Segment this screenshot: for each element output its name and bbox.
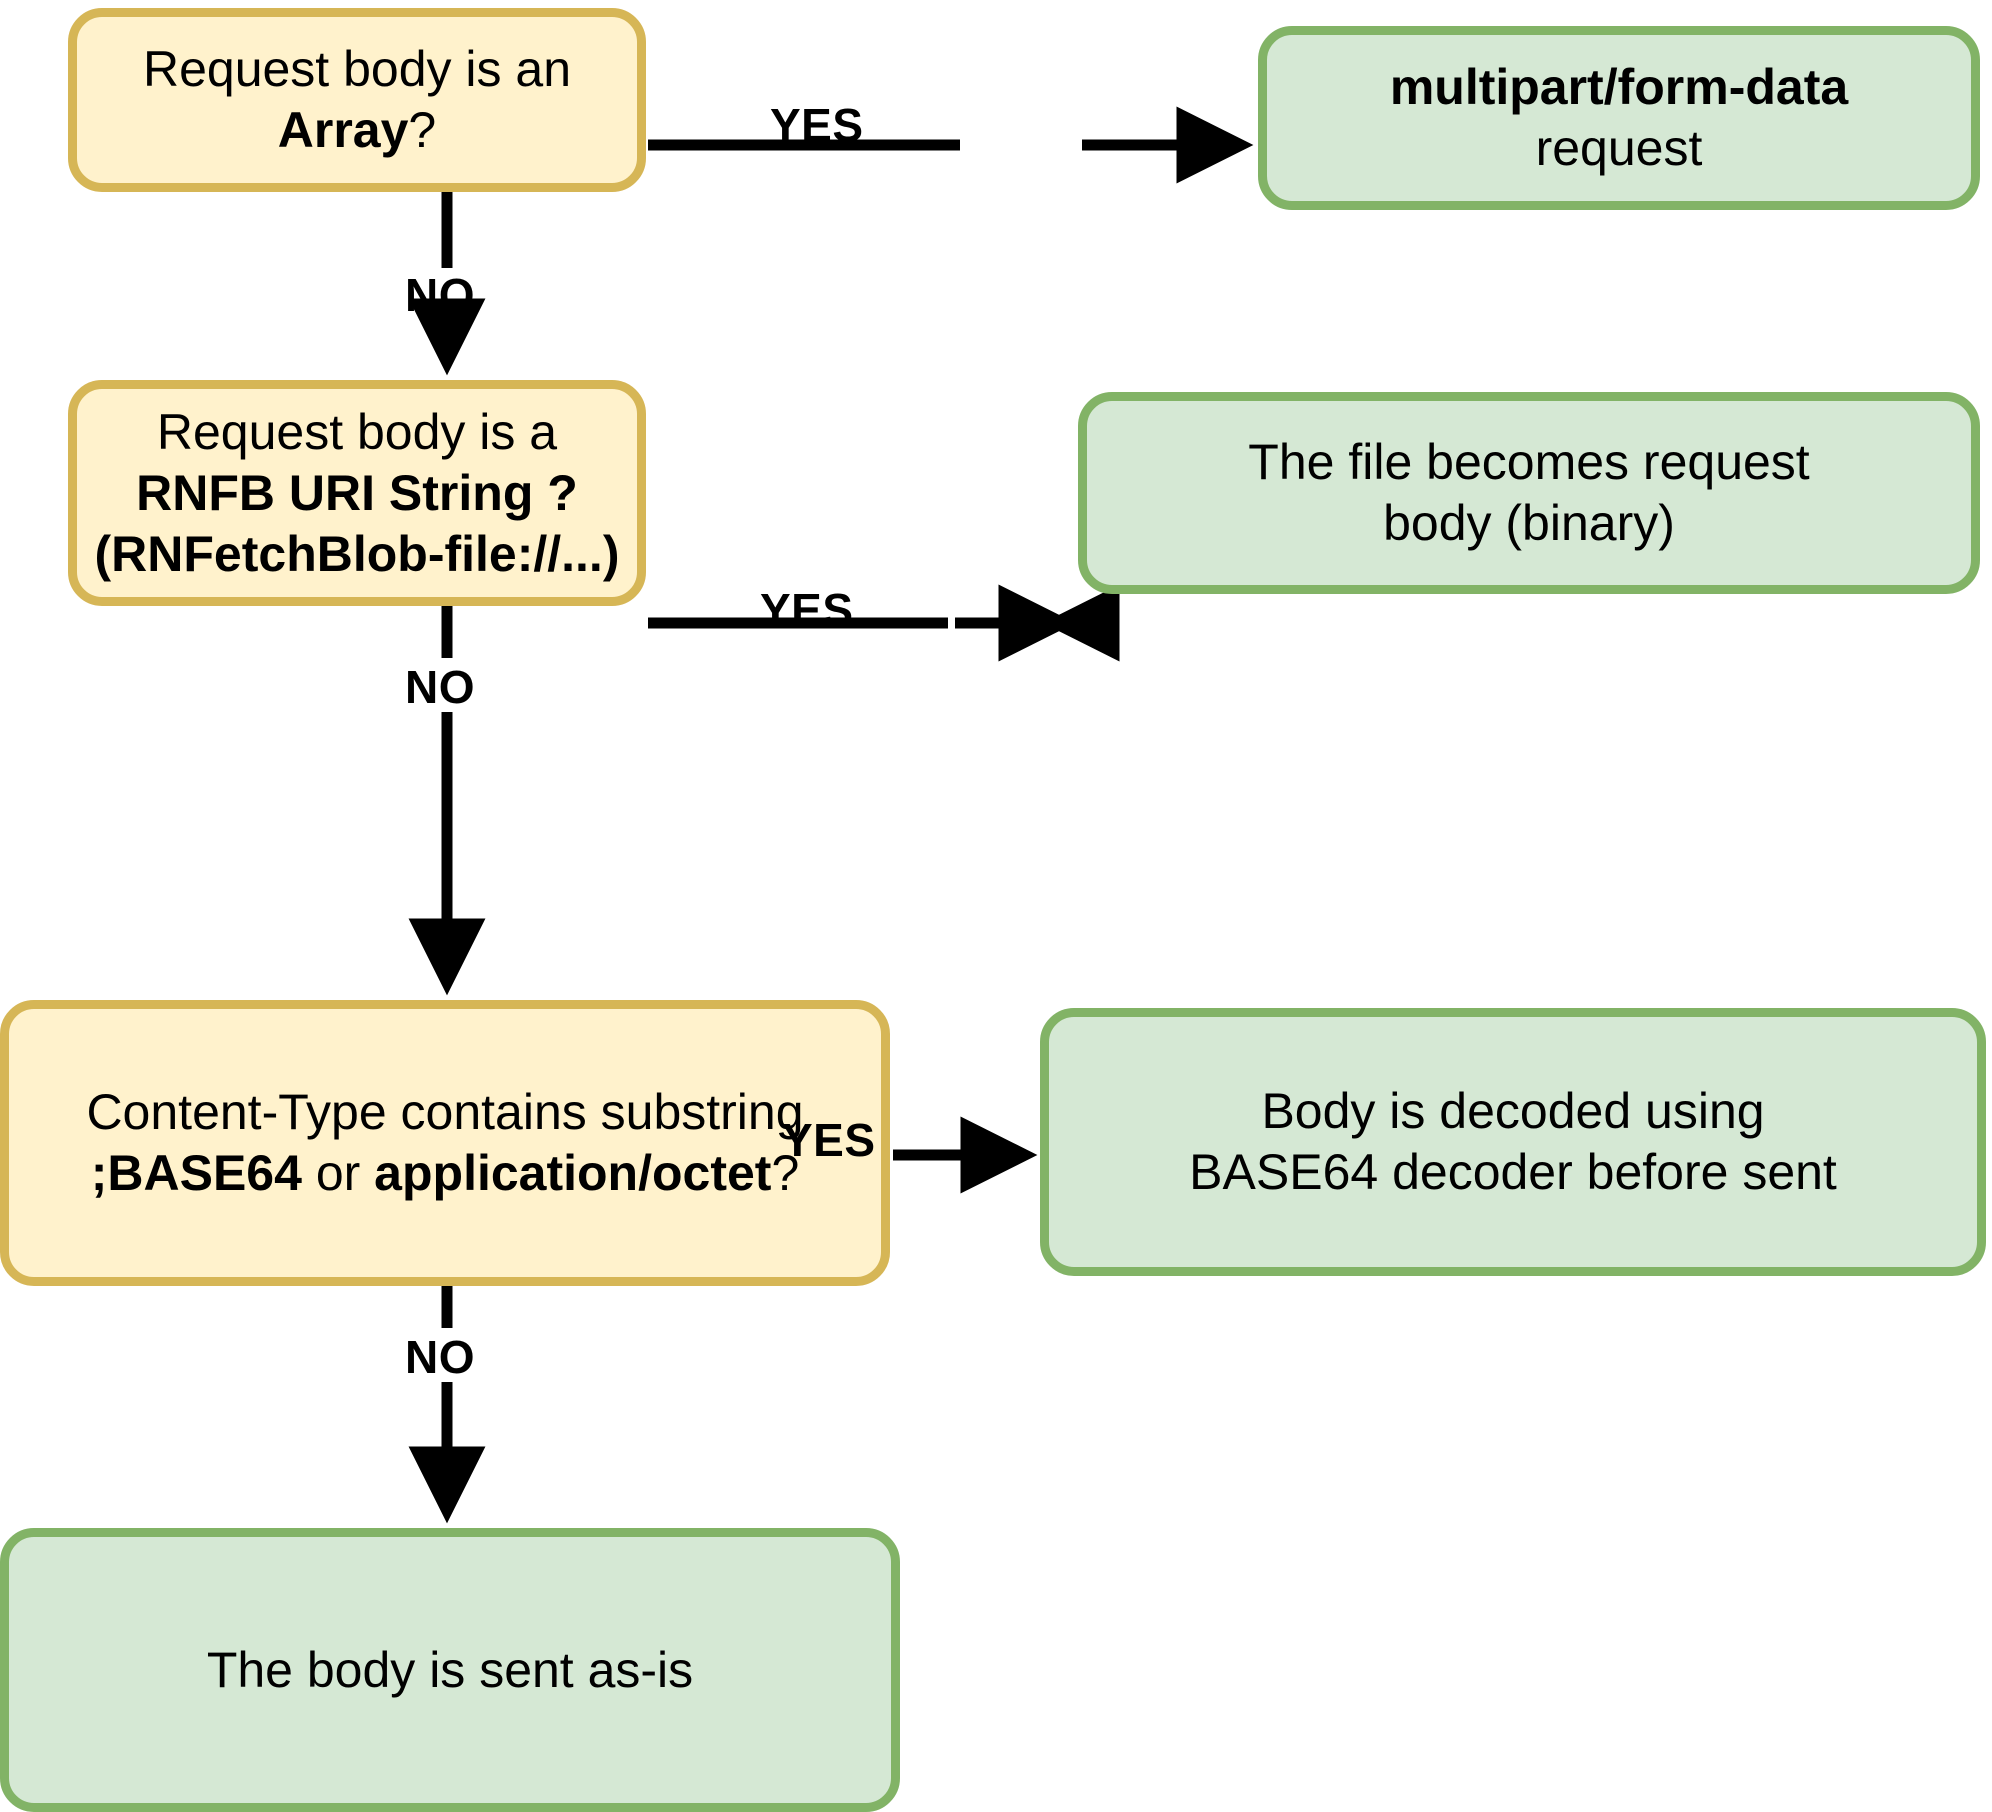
node-content-type-line1: Content-Type contains substring — [86, 1084, 804, 1140]
node-body-decoded-base64[interactable]: Body is decoded using BASE64 decoder bef… — [1040, 1008, 1986, 1276]
node-request-body-is-rnfb-uri-string[interactable]: Request body is a RNFB URI String ? (RNF… — [68, 380, 646, 606]
node-content-type-mid: or — [301, 1145, 375, 1201]
edge-label-no-array: NO — [405, 269, 475, 321]
node-array-text-post: ? — [408, 102, 437, 158]
node-content-type-bold-base64: ;BASE64 — [90, 1145, 302, 1201]
edge-label-no-rnfb: NO — [405, 661, 475, 713]
edge-label-yes-content-type: YES — [782, 1114, 876, 1166]
node-content-type-post: ? — [771, 1145, 800, 1201]
node-rnfb-line1: Request body is a — [156, 403, 558, 460]
node-request-body-is-array[interactable]: Request body is an Array? — [68, 8, 646, 192]
node-body-sent-as-is[interactable]: The body is sent as-is — [0, 1528, 900, 1812]
node-rnfb-line3: (RNFetchBlob-file://...) — [94, 525, 620, 582]
edge-label-no-content-type: NO — [405, 1331, 475, 1383]
node-file-becomes-request-body[interactable]: The file becomes request body (binary) — [1078, 392, 1980, 594]
edge-label-yes-rnfb: YES — [760, 584, 854, 636]
node-multipart-form-data-request[interactable]: multipart/form-data request — [1258, 26, 1980, 210]
node-array-text-bold: Array — [277, 102, 409, 158]
node-base64-decode-line1: Body is decoded using — [1261, 1083, 1765, 1139]
node-multipart-line2: request — [1535, 120, 1703, 176]
node-multipart-line1: multipart/form-data — [1389, 59, 1849, 115]
node-base64-decode-line2: BASE64 decoder before sent — [1189, 1144, 1837, 1200]
node-as-is-line1: The body is sent as-is — [206, 1641, 694, 1698]
node-file-binary-line2: body (binary) — [1383, 495, 1675, 551]
node-rnfb-line2: RNFB URI String ? — [136, 464, 578, 521]
edge-label-yes-array: YES — [770, 99, 864, 151]
node-content-type-bold-octet: application/octet — [374, 1145, 772, 1201]
node-file-binary-line1: The file becomes request — [1248, 434, 1810, 490]
node-array-text-pre: Request body is an — [142, 41, 572, 97]
node-content-type-contains-substring[interactable]: Content-Type contains substring ;BASE64 … — [0, 1000, 890, 1286]
